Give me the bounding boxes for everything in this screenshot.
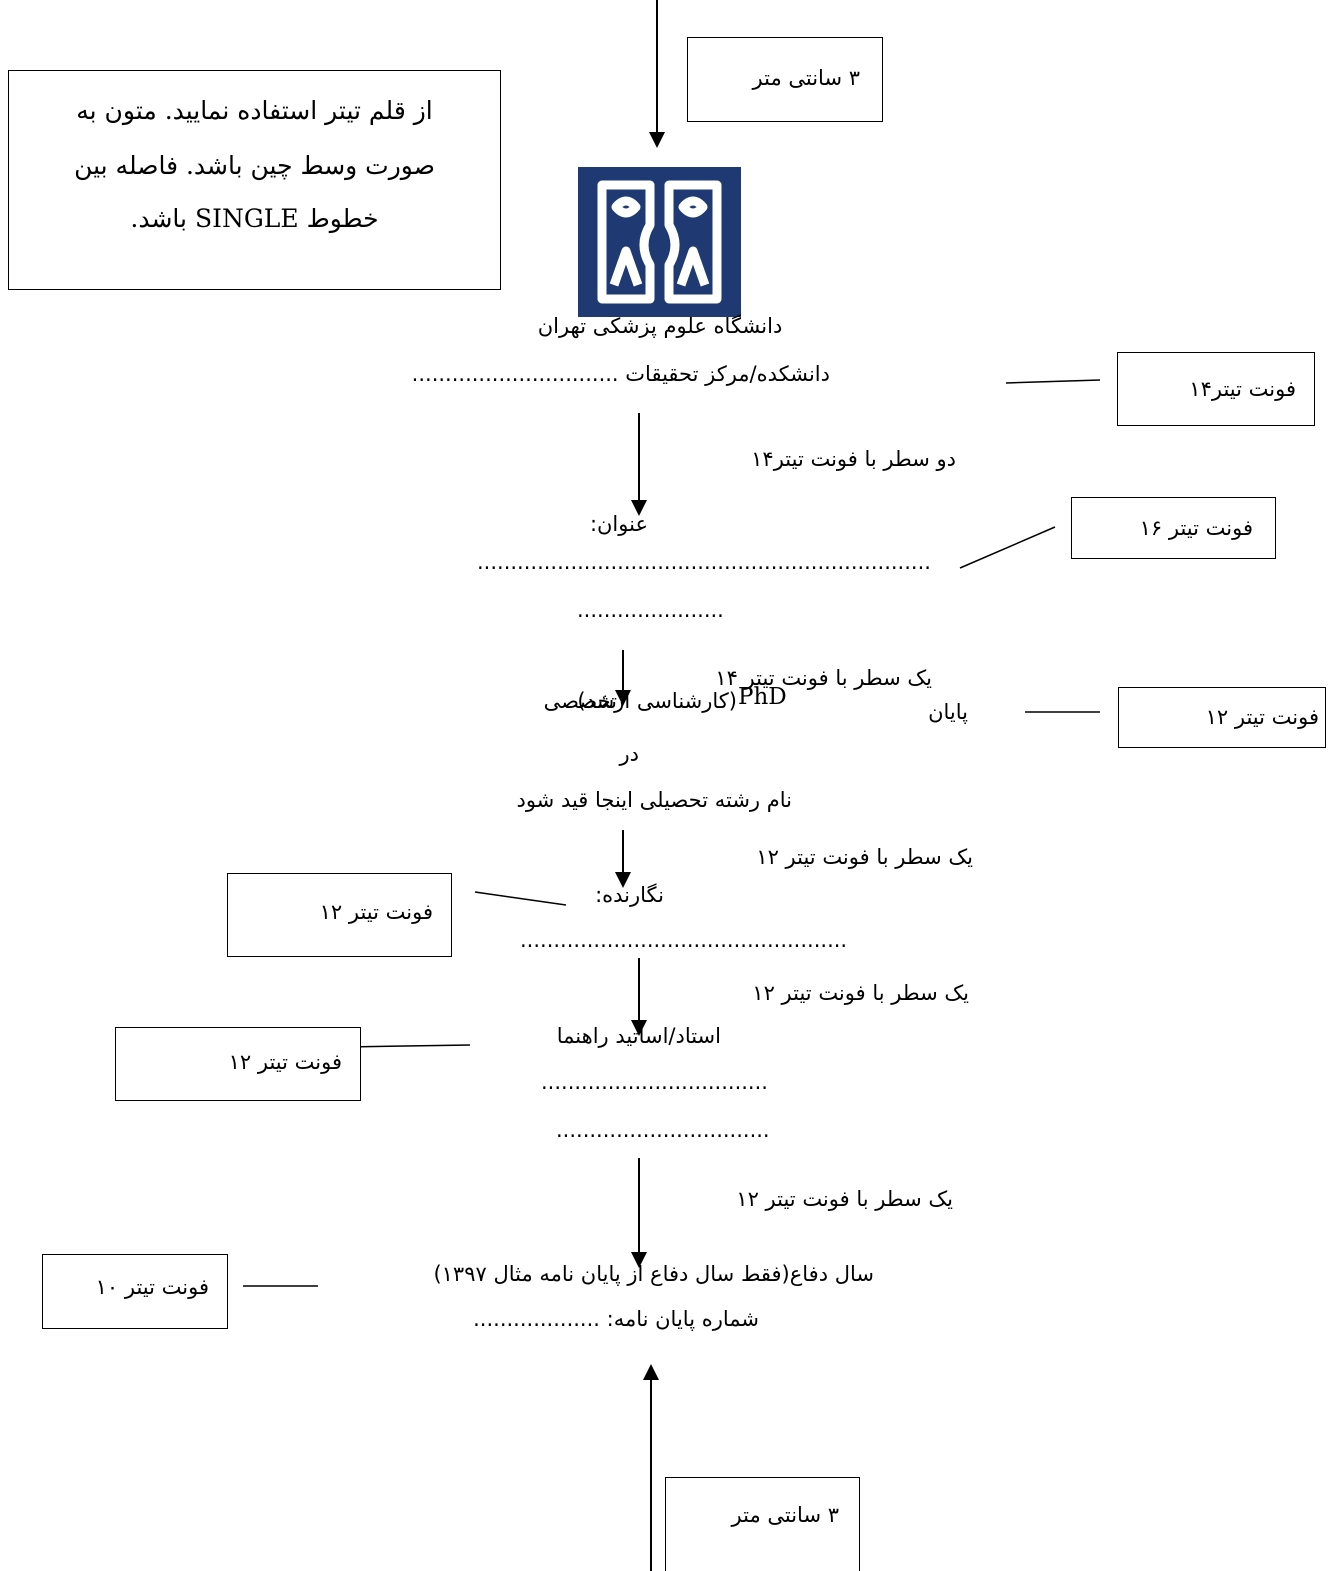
- font12-author-label: فونت تیتر ۱۲: [319, 900, 433, 924]
- defense-year: سال دفاع(فقط سال دفاع از پایان نامه مثال…: [433, 1262, 874, 1286]
- author-label: نگارنده:: [595, 883, 664, 907]
- degree-in: در: [619, 742, 640, 766]
- spacing-arrowhead-2: [615, 690, 631, 706]
- one-line-14-note: یک سطر با فونت تیتر ۱۴: [715, 666, 932, 690]
- font12-right-box: فونت تیتر ۱۲: [1118, 687, 1326, 748]
- title-dots-1: ........................................…: [477, 550, 931, 574]
- spacing-arrow-line-5: [638, 1158, 640, 1254]
- one-line-12-note-c: یک سطر با فونت تیتر ۱۲: [736, 1187, 953, 1211]
- font16-label: فونت تیتر ۱۶: [1139, 516, 1253, 540]
- field-of-study: نام رشته تحصیلی اینجا قید شود: [516, 788, 792, 812]
- spacing-arrow-line-4: [638, 958, 640, 1022]
- advisor-dots-1: ..................................: [541, 1070, 768, 1094]
- degree-suffix: (کارشناسی ارشد): [577, 689, 737, 713]
- top-margin-box: ۳ سانتی متر: [687, 37, 883, 122]
- note-line-2: صورت وسط چین باشد. فاصله بین: [74, 151, 435, 180]
- degree-phd: PhD: [738, 684, 787, 710]
- note-line-1: از قلم تیتر استفاده نمایید. متون به: [76, 96, 433, 125]
- bottom-margin-arrow-line: [650, 1378, 652, 1571]
- one-line-12-note-b: یک سطر با فونت تیتر ۱۲: [752, 981, 969, 1005]
- advisor-label: استاد/اساتید راهنما: [556, 1024, 721, 1048]
- font10-box: فونت تیتر ۱۰: [42, 1254, 228, 1329]
- spacing-arrow-line-3: [622, 830, 624, 874]
- instruction-note-box: از قلم تیتر استفاده نمایید. متون به صورت…: [8, 70, 501, 290]
- spacing-arrow-line-1: [638, 413, 640, 501]
- title-dots-2: ......................: [577, 598, 724, 622]
- bottom-margin-label: ۳ سانتی متر: [731, 1503, 839, 1527]
- font14-label: فونت تیتر۱۴: [1189, 377, 1296, 401]
- bottom-margin-arrowhead: [643, 1364, 659, 1380]
- spacing-arrow-line-2: [622, 650, 624, 692]
- spacing-arrowhead-5: [631, 1252, 647, 1268]
- degree-prefix: پایان: [928, 700, 968, 724]
- font14-box: فونت تیتر۱۴: [1117, 352, 1315, 426]
- advisor-dots-2: ................................: [556, 1118, 770, 1142]
- title-label: عنوان:: [589, 512, 648, 536]
- note-line-3: خطوط SINGLE باشد.: [130, 204, 379, 233]
- bottom-margin-box: ۳ سانتی متر: [665, 1477, 860, 1571]
- degree-middle: تخصصی: [543, 689, 617, 713]
- spacing-arrowhead-1: [631, 500, 647, 516]
- spacing-arrowhead-4: [631, 1020, 647, 1036]
- font16-box: فونت تیتر ۱۶: [1071, 497, 1276, 559]
- top-margin-arrow-line: [656, 0, 658, 134]
- font10-label: فونت تیتر ۱۰: [95, 1275, 209, 1299]
- author-dots: ........................................…: [520, 928, 848, 952]
- top-margin-arrowhead: [649, 132, 665, 148]
- top-margin-label: ۳ سانتی متر: [752, 66, 860, 90]
- font12-author-box: فونت تیتر ۱۲: [227, 873, 452, 957]
- university-logo: [578, 167, 741, 317]
- font12-advisor-box: فونت تیتر ۱۲: [115, 1027, 361, 1101]
- thesis-number: شماره پایان نامه: ...................: [473, 1307, 759, 1331]
- font12-advisor-label: فونت تیتر ۱۲: [228, 1050, 342, 1074]
- faculty-line: دانشکده/مرکز تحقیقات ...................…: [411, 362, 830, 386]
- font12-right-label: فونت تیتر ۱۲: [1205, 705, 1319, 729]
- one-line-12-note-a: یک سطر با فونت تیتر ۱۲: [756, 845, 973, 869]
- university-name: دانشگاه علوم پزشکی تهران: [537, 314, 783, 338]
- two-lines-14-note: دو سطر با فونت تیتر۱۴: [751, 447, 956, 471]
- spacing-arrowhead-3: [615, 872, 631, 888]
